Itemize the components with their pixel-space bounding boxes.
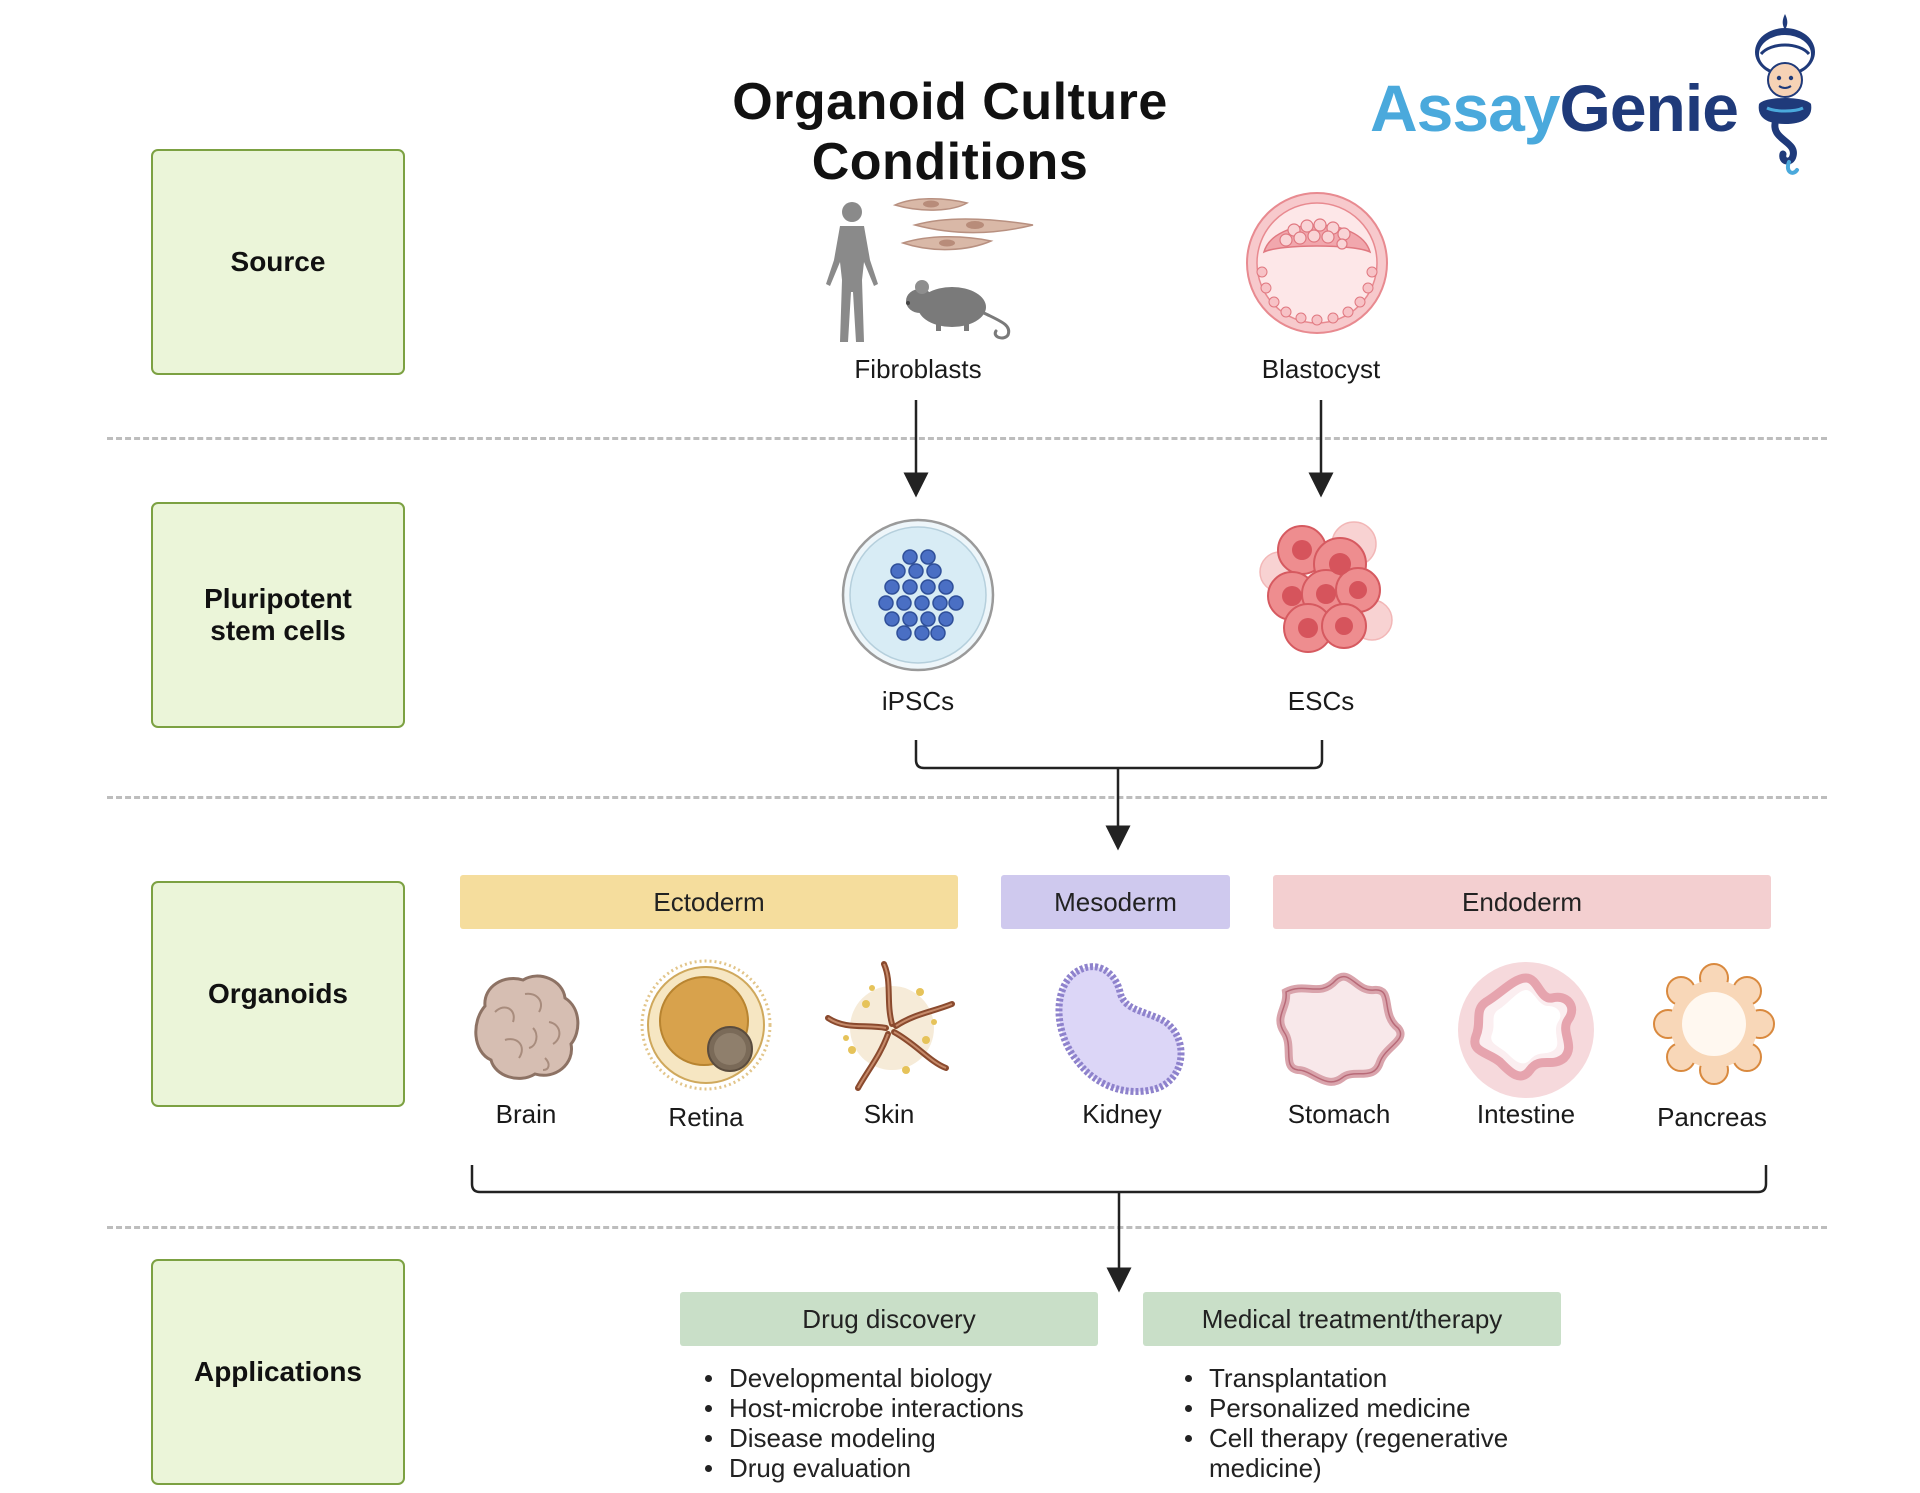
label-escs: ESCs <box>1287 686 1355 716</box>
list-item: Drug evaluation <box>701 1453 1024 1483</box>
label-retina: Retina <box>668 1102 744 1132</box>
bracket-stem-cells <box>914 740 1324 770</box>
intestine-organoid-icon <box>1458 962 1594 1098</box>
row-label-organoids: Organoids <box>151 881 405 1107</box>
label-blastocyst: Blastocyst <box>1261 354 1381 384</box>
embryonic-stem-cell-cluster-icon <box>1259 521 1393 653</box>
list-item: Personalized medicine <box>1181 1393 1508 1423</box>
label-kidney: Kidney <box>1082 1099 1162 1129</box>
blastocyst-icon <box>1246 192 1388 334</box>
label-pancreas: Pancreas <box>1657 1102 1767 1132</box>
section-divider <box>107 796 1827 799</box>
section-divider <box>107 1226 1827 1229</box>
bracket-organoids <box>470 1165 1768 1194</box>
assay-genie-logo: AssayGenie <box>1370 14 1815 175</box>
row-label-applications: Applications <box>151 1259 405 1485</box>
pancreas-organoid-icon <box>1653 963 1775 1085</box>
section-divider <box>107 437 1827 440</box>
germ-layer-mesoderm: Mesoderm <box>1001 875 1230 929</box>
stomach-organoid-icon <box>1276 972 1405 1086</box>
row-label-source: Source <box>151 149 405 375</box>
label-stomach: Stomach <box>1287 1099 1391 1129</box>
skin-organoid-icon <box>825 961 955 1091</box>
label-intestine: Intestine <box>1476 1099 1576 1129</box>
germ-layer-endoderm: Endoderm <box>1273 875 1771 929</box>
human-figure-icon <box>826 202 878 342</box>
mouse-icon <box>906 280 1011 340</box>
retina-organoid-icon <box>640 959 772 1091</box>
label-skin: Skin <box>863 1099 915 1129</box>
petri-dish-colony-icon <box>841 518 995 672</box>
application-medical-treatment-heading: Medical treatment/therapy <box>1143 1292 1561 1346</box>
kidney-organoid-icon <box>1055 963 1185 1095</box>
list-item: Cell therapy (regenerative <box>1181 1423 1508 1453</box>
medical-treatment-list: Transplantation Personalized medicine Ce… <box>1181 1363 1508 1483</box>
list-item: Transplantation <box>1181 1363 1508 1393</box>
list-item: Developmental biology <box>701 1363 1024 1393</box>
drug-discovery-list: Developmental biology Host-microbe inter… <box>701 1363 1024 1483</box>
fibroblast-cells-icon <box>892 197 1034 251</box>
page-title: Organoid Culture Conditions <box>732 73 1168 191</box>
list-item: Disease modeling <box>701 1423 1024 1453</box>
genie-mascot-icon <box>1755 14 1815 175</box>
logo-wordmark: AssayGenie <box>1370 71 1739 145</box>
label-fibroblasts: Fibroblasts <box>854 354 982 384</box>
list-item-continuation: medicine) <box>1209 1453 1322 1483</box>
label-brain: Brain <box>495 1099 557 1129</box>
label-ipscs: iPSCs <box>881 686 955 716</box>
germ-layer-ectoderm: Ectoderm <box>460 875 958 929</box>
application-drug-discovery-heading: Drug discovery <box>680 1292 1098 1346</box>
list-item: Host-microbe interactions <box>701 1393 1024 1423</box>
brain-organoid-icon <box>474 974 580 1080</box>
